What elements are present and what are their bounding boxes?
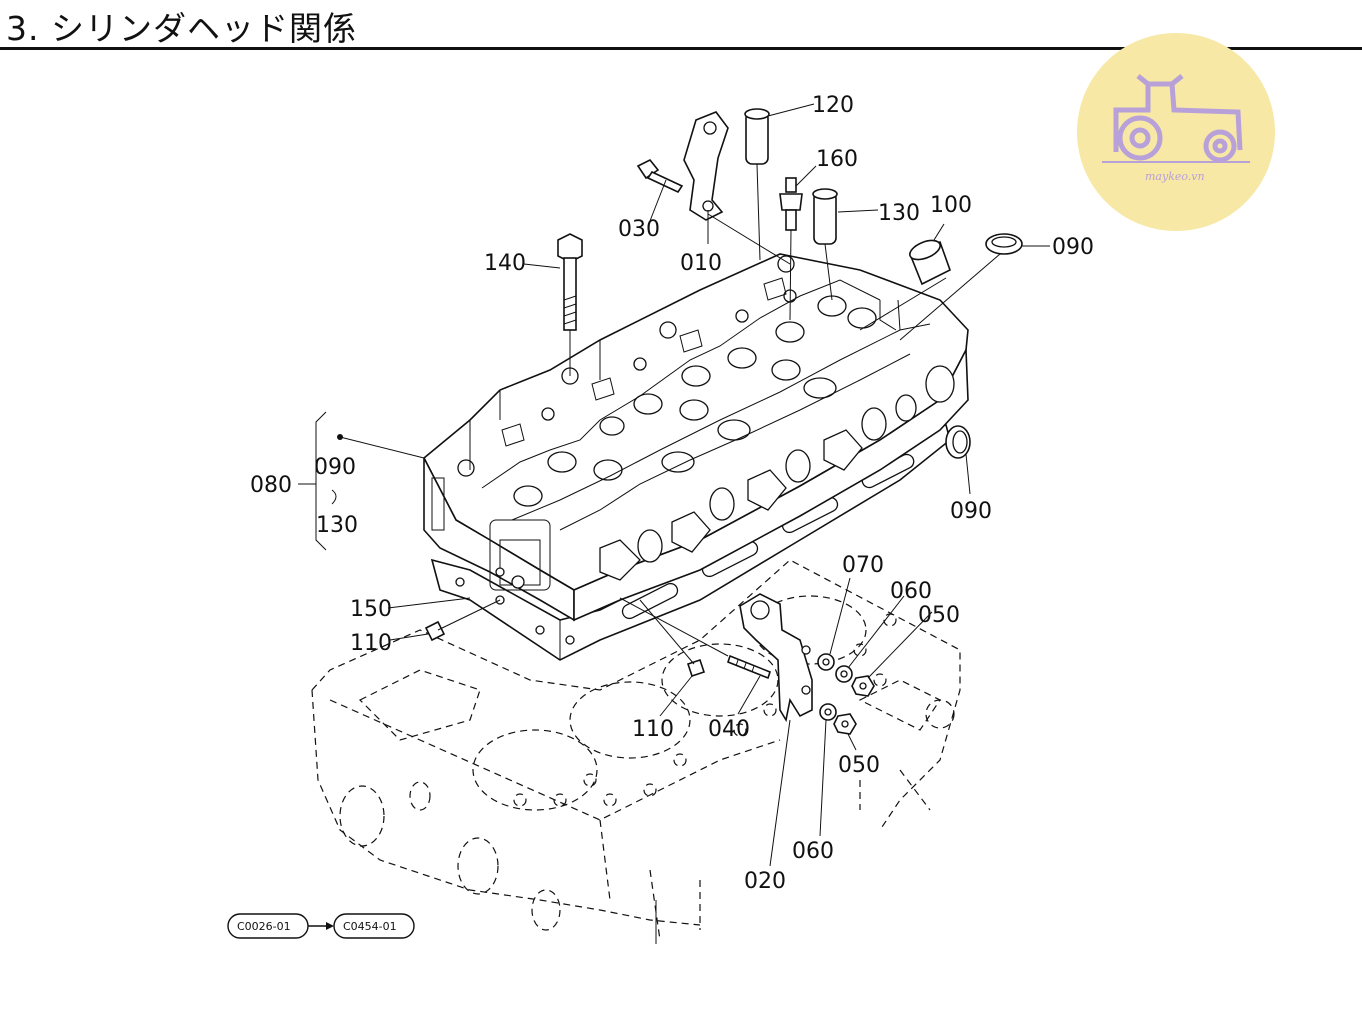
part-100-plug — [908, 239, 951, 286]
part-090-plug-side — [945, 425, 971, 459]
watermark-logo: maykeo.vn — [1077, 33, 1275, 231]
label-040: 040 — [708, 717, 750, 742]
part-110-plug-block — [686, 658, 706, 678]
part-010-hanger — [683, 111, 729, 221]
assembly-080-bracket — [298, 411, 425, 551]
label-160: 160 — [816, 147, 858, 172]
arrow-right-icon — [326, 922, 334, 930]
part-050-nut-upper — [851, 675, 875, 697]
part-070-washer — [817, 653, 835, 671]
part-110-plug-left — [424, 620, 446, 642]
label-070: 070 — [842, 553, 884, 578]
leader-lines — [387, 103, 1050, 867]
title-underline — [0, 47, 1362, 50]
part-labels: 010 020 030 040 050 050 060 060 070 080 … — [250, 93, 1094, 894]
label-120: 120 — [812, 93, 854, 118]
cylinder-block-outline — [311, 559, 961, 944]
label-030: 030 — [618, 217, 660, 242]
cylinder-head-assembly — [422, 253, 969, 622]
label-090-top: 090 — [1052, 235, 1094, 260]
label-110-left: 110 — [350, 631, 392, 656]
label-020: 020 — [744, 869, 786, 894]
watermark-circle — [1077, 33, 1275, 231]
page-header: 3. シリンダヘッド関係 — [0, 0, 1362, 52]
part-050-nut-lower — [833, 713, 857, 735]
part-140-head-bolt — [557, 233, 583, 331]
label-050-upper: 050 — [918, 603, 960, 628]
label-130: 130 — [878, 201, 920, 226]
label-100: 100 — [930, 193, 972, 218]
reference-from: C0026-01 — [237, 920, 291, 933]
part-020-bracket — [739, 593, 813, 723]
label-110-block: 110 — [632, 717, 674, 742]
part-090-plug-top — [985, 233, 1023, 255]
part-040-stud — [727, 654, 771, 680]
cross-references: C0026-01 C0454-01 — [227, 913, 415, 939]
label-060-lower: 060 — [792, 839, 834, 864]
page-title: 3. シリンダヘッド関係 — [6, 9, 357, 48]
label-150: 150 — [350, 597, 392, 622]
label-140: 140 — [484, 251, 526, 276]
part-030-bolt — [636, 158, 684, 194]
part-130-valve-guide — [812, 188, 838, 245]
tractor-icon — [1102, 74, 1250, 163]
part-060-washer-lower — [819, 703, 837, 721]
label-090-side: 090 — [950, 499, 992, 524]
label-080: 080 — [250, 473, 292, 498]
part-160-sensor — [779, 177, 803, 231]
label-050-lower: 050 — [838, 753, 880, 778]
label-010: 010 — [680, 251, 722, 276]
reference-to-badge — [333, 913, 415, 939]
part-060-washer-upper — [835, 665, 853, 683]
reference-to: C0454-01 — [343, 920, 397, 933]
label-060-upper: 060 — [890, 579, 932, 604]
watermark-text: maykeo.vn — [1145, 170, 1205, 183]
label-090-range-start: 090 — [314, 455, 356, 480]
part-120-valve-guide — [744, 108, 770, 165]
label-130-range-end: 130 — [316, 513, 358, 538]
